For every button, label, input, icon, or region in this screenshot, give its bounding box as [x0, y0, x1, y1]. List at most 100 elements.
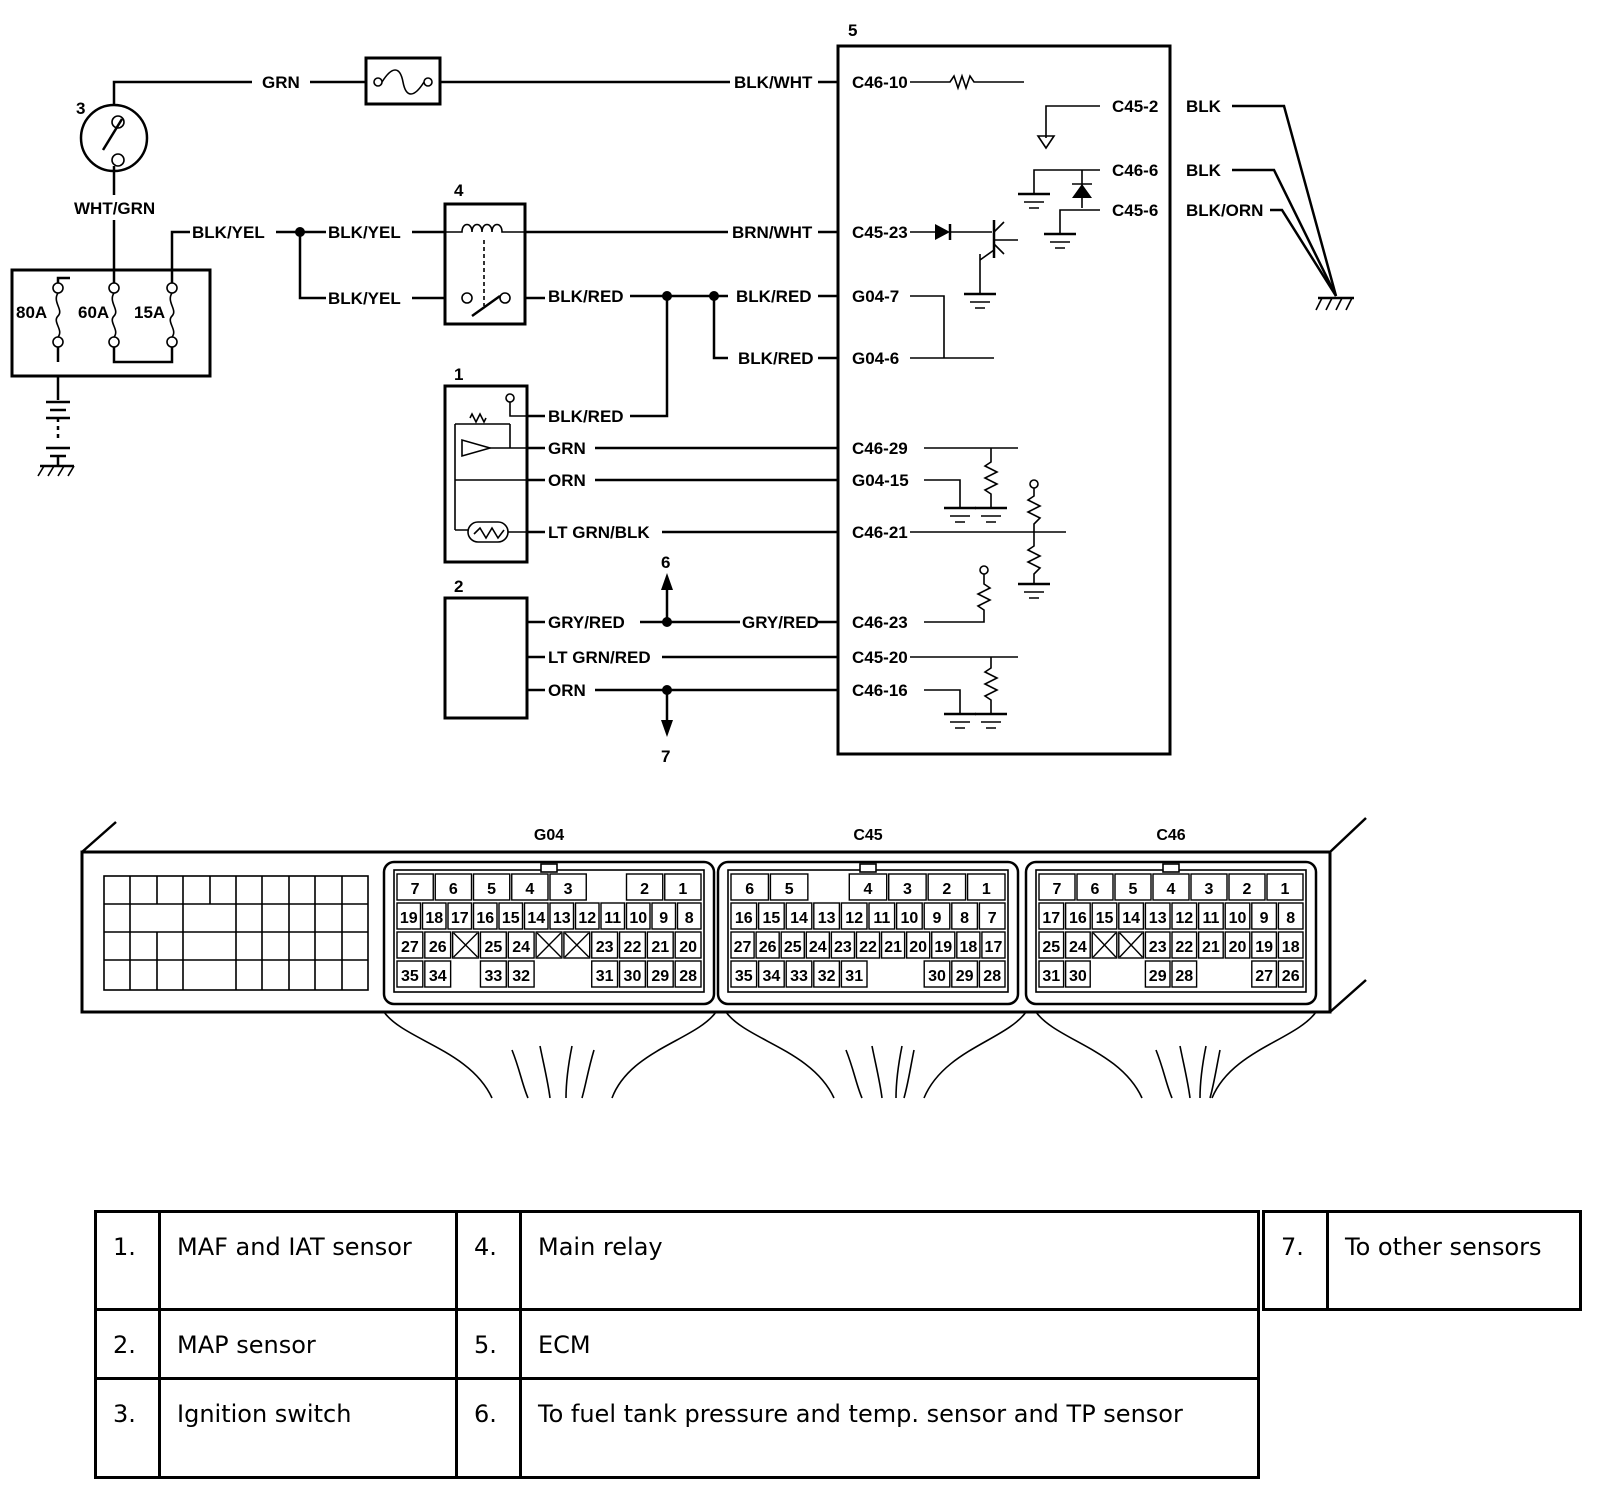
svg-text:C46-23: C46-23	[852, 613, 908, 632]
pin-number: 5	[487, 881, 496, 898]
pin-cell	[396, 960, 424, 988]
pin-number: 27	[401, 939, 419, 956]
pin-cell	[1038, 960, 1065, 988]
pin-number: 10	[1229, 910, 1247, 927]
pin-cell	[951, 902, 979, 930]
pin-cell	[931, 931, 956, 959]
pin-number: 24	[1069, 939, 1087, 956]
svg-text:GRY/RED: GRY/RED	[742, 613, 819, 632]
pin-cell	[848, 873, 888, 901]
svg-text:ORN: ORN	[548, 471, 586, 490]
pin-number: 2	[1243, 881, 1252, 898]
pin-number: 30	[1069, 968, 1087, 985]
pin-cell	[1171, 931, 1198, 959]
pin-cell	[1144, 902, 1171, 930]
legend-num-6: 6.	[455, 1377, 522, 1479]
pin-cell	[1144, 931, 1171, 959]
pin-cell	[981, 931, 1006, 959]
pin-number: 30	[928, 968, 946, 985]
svg-text:C45-2: C45-2	[1112, 97, 1158, 116]
pin-cell	[813, 902, 841, 930]
pin-cell	[1190, 873, 1228, 901]
pin-number: 13	[553, 910, 571, 927]
pin-number: 6	[745, 881, 754, 898]
pin-cell	[780, 931, 805, 959]
pin-number: 32	[512, 968, 530, 985]
pin-cell	[1197, 931, 1224, 959]
pin-cell	[1228, 873, 1266, 901]
pin-cell	[674, 960, 702, 988]
pin-number: 21	[884, 939, 902, 956]
pin-cell	[868, 902, 896, 930]
pin-number: 25	[784, 939, 802, 956]
pin-number: 17	[1042, 910, 1060, 927]
svg-text:G04-6: G04-6	[852, 349, 899, 368]
pin-cell	[1076, 873, 1114, 901]
svg-text:G04-15: G04-15	[852, 471, 909, 490]
pin-number: 31	[1042, 968, 1060, 985]
legend-text-4: Main relay	[519, 1210, 1260, 1311]
svg-text:C46-21: C46-21	[852, 523, 908, 542]
pin-number: 3	[564, 881, 573, 898]
pin-number: 2	[640, 881, 649, 898]
connector-name: C45	[853, 827, 882, 844]
pin-cell	[676, 902, 702, 930]
pin-cell	[651, 902, 677, 930]
pin-number: 18	[425, 910, 443, 927]
pin-cell	[1277, 931, 1304, 959]
pin-cell	[757, 960, 785, 988]
svg-text:BLK/RED: BLK/RED	[548, 287, 624, 306]
blank-pin-mark	[1092, 932, 1117, 958]
pin-cell	[923, 960, 951, 988]
pin-cell	[769, 873, 809, 901]
pin-cell	[1064, 902, 1091, 930]
pin-number: 21	[1202, 939, 1220, 956]
pin-cell	[434, 873, 473, 901]
svg-text:C46-29: C46-29	[852, 439, 908, 458]
pin-cell	[618, 931, 647, 959]
pin-cell	[1038, 931, 1065, 959]
legend-text-5: ECM	[519, 1308, 1260, 1380]
pin-cell	[625, 873, 664, 901]
pin-cell	[978, 960, 1006, 988]
svg-text:BLK/RED: BLK/RED	[736, 287, 812, 306]
pin-number: 17	[451, 910, 469, 927]
pin-number: 12	[1175, 910, 1193, 927]
pin-number: 11	[1202, 910, 1219, 927]
pin-number: 1	[982, 881, 991, 898]
pin-number: 15	[763, 910, 781, 927]
pin-number: 13	[818, 910, 836, 927]
pin-number: 6	[1091, 881, 1100, 898]
pin-number: 29	[651, 968, 669, 985]
pin-cell	[1114, 873, 1152, 901]
svg-text:C45-23: C45-23	[852, 223, 908, 242]
pin-number: 7	[1053, 881, 1062, 898]
pin-number: 14	[1122, 910, 1140, 927]
pin-number: 20	[1229, 939, 1247, 956]
pin-cell	[895, 902, 923, 930]
svg-text:C46-6: C46-6	[1112, 161, 1158, 180]
legend-num-4: 4.	[455, 1210, 522, 1311]
label-6: 6	[661, 553, 670, 572]
pin-number: 28	[983, 968, 1001, 985]
pin-number: 22	[624, 939, 642, 956]
pin-cell	[805, 931, 831, 959]
pin-cell	[785, 902, 813, 930]
svg-text:GRY/RED: GRY/RED	[548, 613, 625, 632]
pin-number: 8	[960, 910, 969, 927]
pin-number: 8	[685, 910, 694, 927]
svg-text:80A: 80A	[16, 303, 47, 322]
pin-number: 28	[679, 968, 697, 985]
pin-number: 24	[809, 939, 827, 956]
pin-number: 12	[578, 910, 596, 927]
maf-iat-sensor	[443, 384, 529, 564]
pin-cell	[956, 931, 981, 959]
legend-num-3: 3.	[94, 1377, 161, 1479]
pin-cell	[880, 931, 906, 959]
svg-text:BLK/RED: BLK/RED	[548, 407, 624, 426]
pin-number: 35	[735, 968, 753, 985]
pin-number: 35	[401, 968, 419, 985]
pin-cell	[472, 873, 511, 901]
pin-cell	[479, 960, 507, 988]
